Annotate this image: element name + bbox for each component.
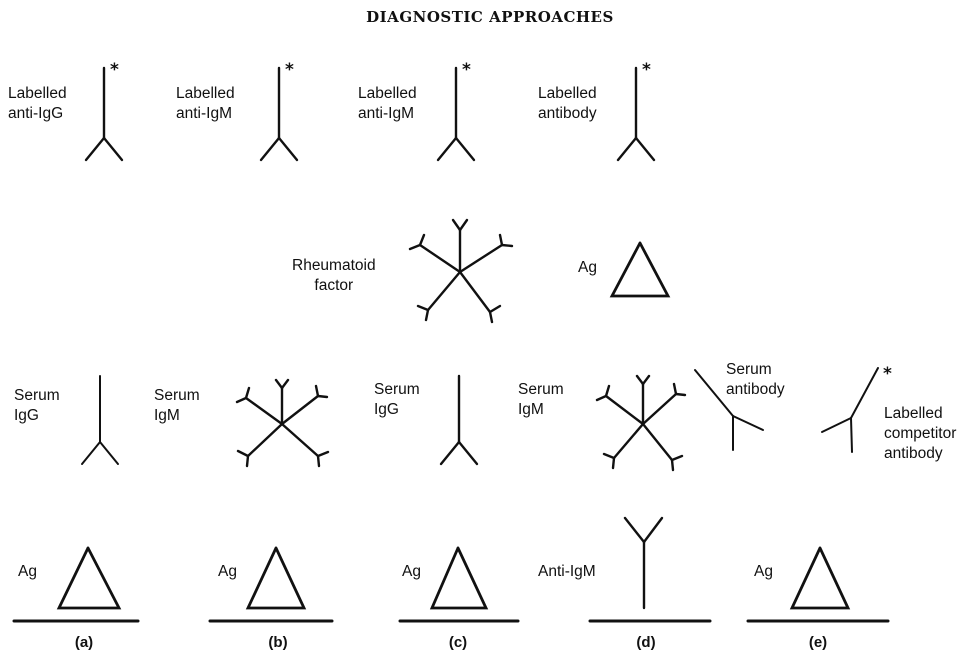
antigen-a [56, 546, 122, 610]
serum-igg-c [439, 374, 479, 466]
labelled-antibody-b [259, 66, 299, 162]
label-asterisk-c: * [462, 60, 471, 80]
antigen-triangle-row2 [609, 241, 671, 298]
rheumatoid-factor-shape [408, 218, 514, 324]
caption-c: (c) [448, 634, 468, 651]
labelled-antibody-c [436, 66, 476, 162]
serum-igm-d [595, 374, 687, 472]
caption-d: (d) [636, 634, 656, 651]
label-asterisk-e: * [642, 60, 651, 80]
antigen-label-c: Ag [402, 563, 421, 580]
label-asterisk-b: * [285, 60, 294, 80]
caption-b: (b) [268, 634, 288, 651]
anti-igm-label: Anti-IgM [538, 563, 596, 580]
caption-e: (e) [808, 634, 828, 651]
antigen-label-b: Ag [218, 563, 237, 580]
labelled-competitor-antibody [821, 367, 879, 453]
caption-a: (a) [74, 634, 94, 651]
antigen-label-row2: Ag [578, 259, 597, 276]
antigen-e [789, 546, 851, 610]
antigen-label-a: Ag [18, 563, 37, 580]
antigen-label-e: Ag [754, 563, 773, 580]
antigen-b [245, 546, 307, 610]
serum-antibody-e [694, 369, 764, 451]
label-asterisk-a: * [110, 60, 119, 80]
labelled-antibody-a [84, 66, 124, 162]
labelled-antibody-e [616, 66, 656, 162]
antigen-c [429, 546, 489, 610]
serum-igm-b [235, 378, 330, 468]
diagram-title: DIAGNOSTIC APPROACHES [366, 8, 614, 26]
competitor-asterisk: * [883, 364, 892, 384]
anti-igm-capture-antibody [623, 516, 664, 610]
serum-igg-a [81, 375, 119, 465]
